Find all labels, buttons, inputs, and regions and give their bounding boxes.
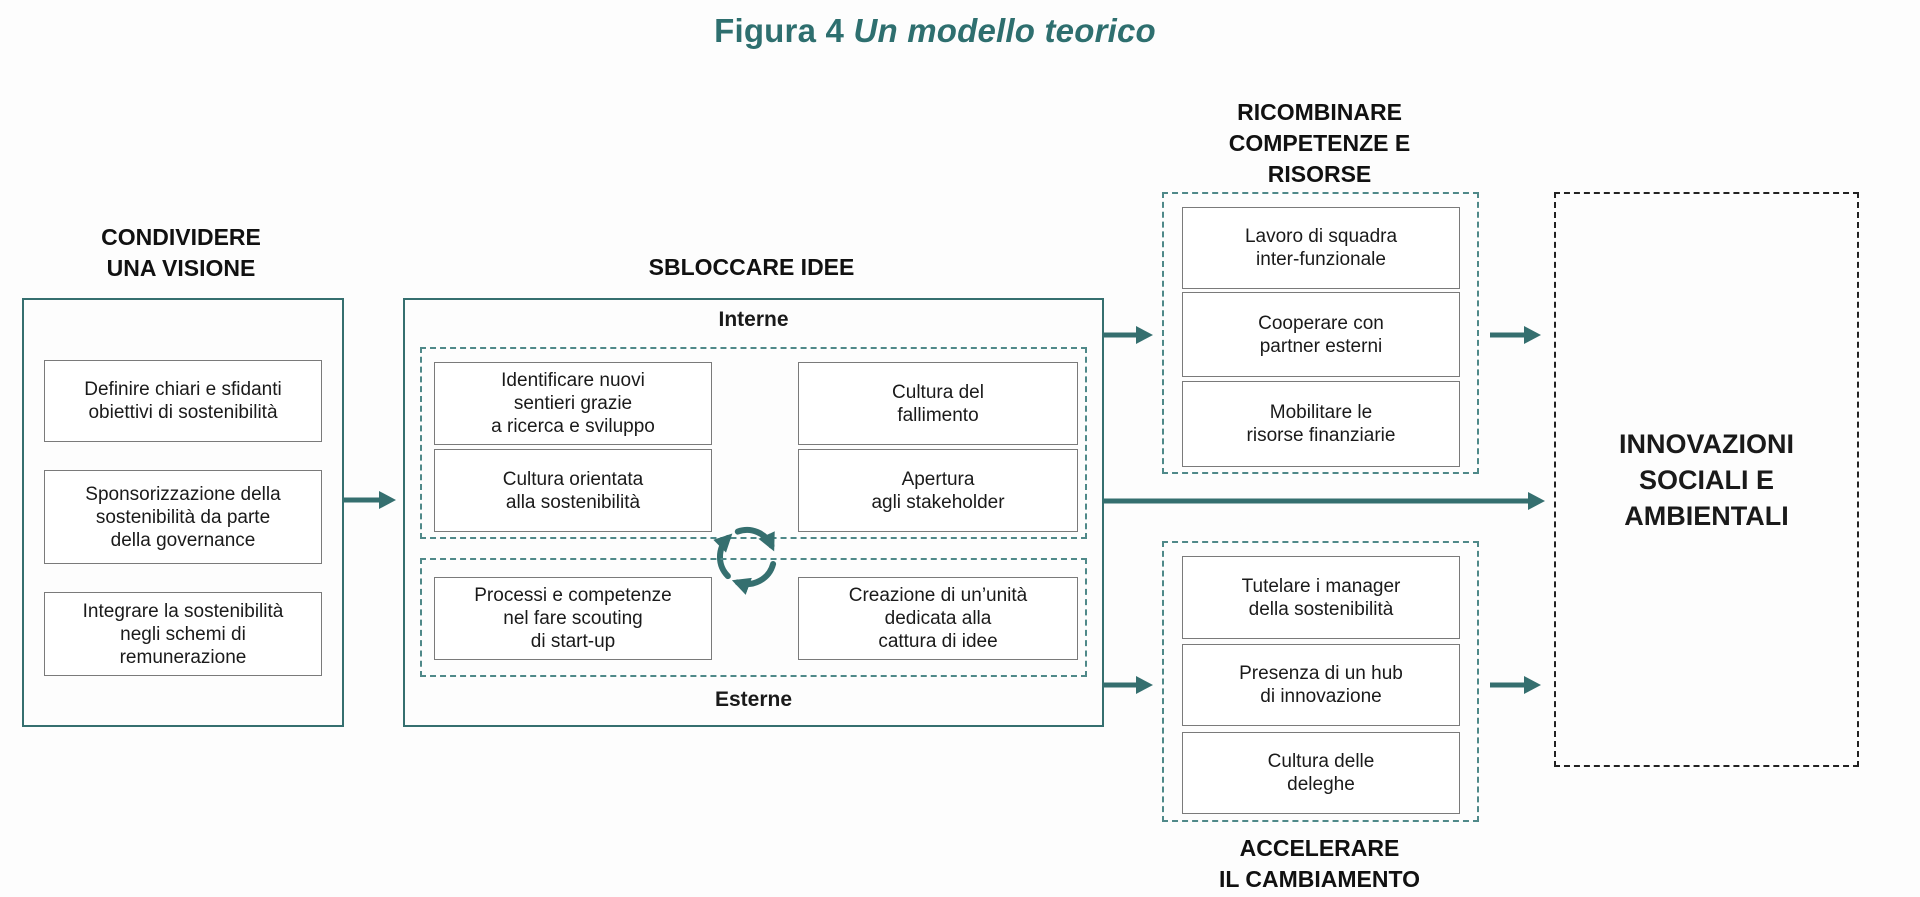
cycle-arrows-icon (709, 519, 785, 600)
vision-group-box: Definire chiari e sfidanti obiettivi di … (22, 298, 344, 727)
vision-heading: CONDIVIDERE UNA VISIONE (101, 224, 261, 281)
figure-title-label: Figura 4 (714, 12, 845, 49)
vision-item-3: Integrare la sostenibilità negli schemi … (44, 592, 322, 676)
arrow-ideas-to-outcome-icon (1100, 489, 1548, 513)
accelerate-heading: ACCELERARE IL CAMBIAMENTO (1218, 835, 1421, 892)
ideas-external-item-1: Processi e competenze nel fare scouting … (434, 577, 712, 660)
recombine-heading: RICOMBINARE COMPETENZE E RISORSE (1228, 99, 1411, 187)
ideas-external-item-2: Creazione di un’unità dedicata alla catt… (798, 577, 1078, 660)
ideas-internal-dashed-box: Identificare nuovi sentieri grazie a ric… (420, 347, 1087, 539)
vision-item-2: Sponsorizzazione della sostenibilità da … (44, 470, 322, 564)
recombine-item-3: Mobilitare le risorse finanziarie (1182, 381, 1460, 467)
ideas-internal-label: Interne (718, 308, 789, 331)
ideas-internal-item-4: Apertura agli stakeholder (798, 449, 1078, 532)
recombine-item-1: Lavoro di squadra inter-funzionale (1182, 207, 1460, 289)
ideas-external-label: Esterne (714, 688, 793, 711)
arrow-recombine-to-outcome-icon (1488, 323, 1544, 347)
arrow-ideas-to-accelerate-icon (1100, 673, 1156, 697)
figure-title-subtitle: Un modello teorico (853, 12, 1156, 49)
arrow-accelerate-to-outcome-icon (1488, 673, 1544, 697)
recombine-item-2: Cooperare con partner esterni (1182, 292, 1460, 377)
arrow-vision-to-ideas-icon (341, 488, 399, 512)
figure-title: Figura 4 Un modello teorico (0, 12, 1870, 50)
ideas-internal-item-2: Cultura del fallimento (798, 362, 1078, 445)
recombine-dashed-box: Lavoro di squadra inter-funzionale Coope… (1162, 192, 1479, 474)
ideas-internal-item-3: Cultura orientata alla sostenibilità (434, 449, 712, 532)
accelerate-item-2: Presenza di un hub di innovazione (1182, 644, 1460, 726)
ideas-internal-item-1: Identificare nuovi sentieri grazie a ric… (434, 362, 712, 445)
ideas-external-dashed-box: Processi e competenze nel fare scouting … (420, 558, 1087, 677)
ideas-heading: SBLOCCARE IDEE (648, 254, 855, 280)
accelerate-item-1: Tutelare i manager della sostenibilità (1182, 556, 1460, 639)
outcome-box: INNOVAZIONI SOCIALI E AMBIENTALI (1554, 192, 1859, 767)
accelerate-dashed-box: Tutelare i manager della sostenibilità P… (1162, 541, 1479, 822)
arrow-ideas-to-recombine-icon (1100, 323, 1156, 347)
vision-item-1: Definire chiari e sfidanti obiettivi di … (44, 360, 322, 442)
outcome-label: INNOVAZIONI SOCIALI E AMBIENTALI (1619, 428, 1794, 531)
accelerate-item-3: Cultura delle deleghe (1182, 732, 1460, 814)
ideas-group-box: Interne Identificare nuovi sentieri graz… (403, 298, 1104, 727)
